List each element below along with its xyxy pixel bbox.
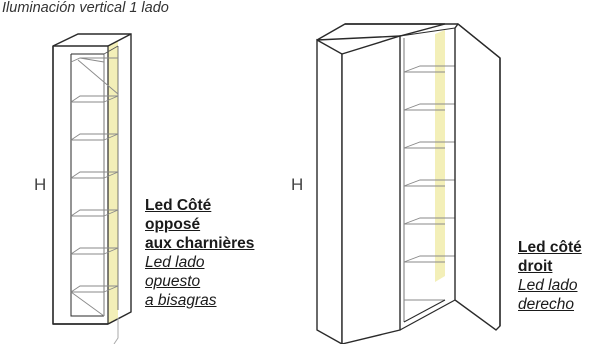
led-strip-right	[435, 30, 445, 282]
diagram-title: Iluminación vertical 1 lado	[2, 0, 169, 16]
open-door-right	[454, 22, 501, 331]
caption-left-es-1: Led lado	[145, 254, 205, 271]
led-strip-left	[108, 40, 118, 324]
caption-right-es-2: derecho	[518, 296, 575, 313]
caption-right: Led côté droit Led lado derecho	[518, 238, 582, 314]
shelves-right	[403, 65, 455, 301]
caption-left-es-3: a bisagras	[145, 292, 217, 309]
shelves-left	[70, 57, 119, 317]
caption-left: Led Côté opposé aux charnières Led lado …	[145, 196, 254, 310]
height-label-left: H	[34, 175, 47, 194]
caption-left-fr-3: aux charnières	[145, 235, 255, 252]
caption-left-fr-2: opposé	[145, 216, 201, 233]
caption-left-fr-1: Led Côté	[145, 197, 212, 214]
front-panel-right	[316, 38, 343, 344]
caption-left-es-2: opuesto	[145, 273, 201, 290]
caption-right-fr-2: droit	[518, 258, 553, 275]
caption-right-fr-1: Led côté	[518, 239, 582, 256]
height-label-right: H	[291, 175, 304, 194]
led-cable-left	[113, 318, 119, 344]
caption-right-es-1: Led lado	[518, 277, 578, 294]
